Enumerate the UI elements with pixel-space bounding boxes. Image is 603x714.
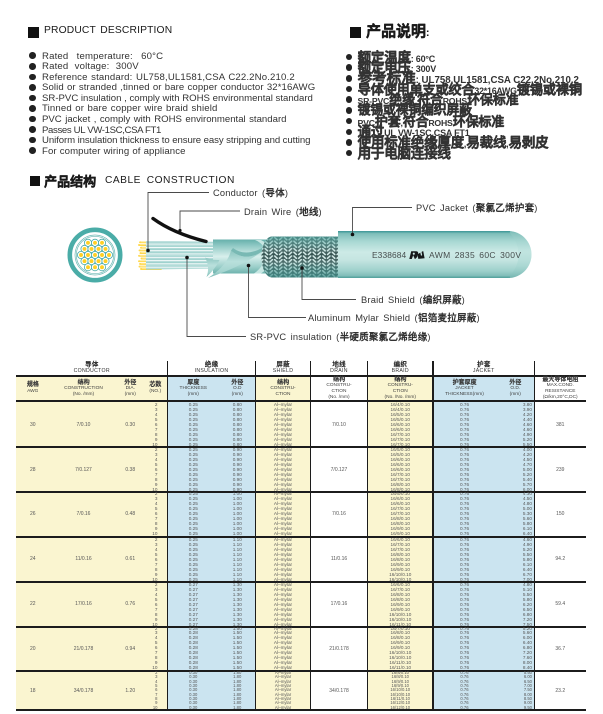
svg-text:AWM 2835 60C 300V: AWM 2835 60C 300V — [429, 250, 521, 260]
svg-text:E338684: E338684 — [372, 250, 406, 260]
